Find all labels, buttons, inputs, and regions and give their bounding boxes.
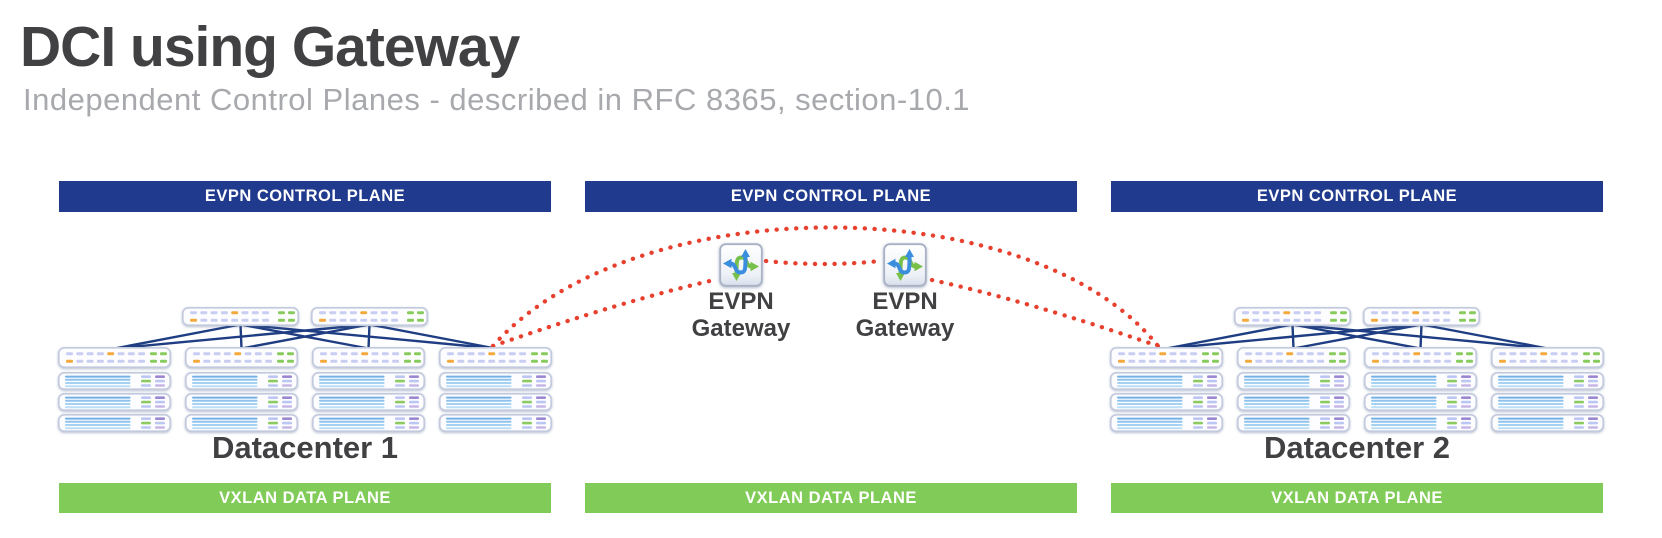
fabric-link: [114, 323, 370, 350]
server-icon: [439, 372, 553, 390]
server-icon: [1364, 372, 1478, 390]
server-icon: [185, 414, 299, 432]
evpn-control-plane-label: EVPN CONTROL PLANE: [204, 187, 406, 205]
evpn-control-plane-label: EVPN CONTROL PLANE: [1256, 187, 1458, 205]
gateway-label-line1: EVPN: [872, 288, 938, 315]
server-icon: [1491, 414, 1605, 432]
spine-switch-icon: [182, 307, 300, 326]
server-icon: [1491, 393, 1605, 411]
gateway-label-line2: Gateway: [691, 315, 791, 342]
leaf-switch-icon: [58, 347, 172, 368]
server-icon: [1110, 414, 1224, 432]
gateway-label-line1: EVPN: [708, 288, 774, 315]
leaf-switch-icon: [439, 347, 553, 368]
evpn-peering-link-gateway2-dc2: [929, 277, 1161, 349]
leaf-switch-icon: [312, 347, 426, 368]
server-icon: [439, 393, 553, 411]
fabric-links-group: [114, 323, 1548, 350]
server-icon: [58, 414, 172, 432]
page-title: DCI using Gateway: [20, 15, 520, 79]
server-icon: [58, 372, 172, 390]
datacenter2-label: Datacenter 2: [1263, 430, 1451, 465]
evpn-control-plane-label: EVPN CONTROL PLANE: [730, 187, 932, 205]
fabric-link: [1166, 323, 1422, 350]
spine-switch-icon: [1234, 307, 1352, 326]
vxlan-data-plane-label: VXLAN DATA PLANE: [745, 488, 917, 507]
leaf-switch-icon: [1491, 347, 1605, 368]
fabric-link: [1166, 323, 1293, 350]
server-icon: [1110, 393, 1224, 411]
vxlan-data-plane-label: VXLAN DATA PLANE: [219, 488, 391, 507]
server-icon: [185, 372, 299, 390]
evpn-control-plane-bar-dc1: EVPN CONTROL PLANE: [59, 181, 551, 212]
leaf-switch-icon: [1364, 347, 1478, 368]
vxlan-data-plane-bar-dc1: VXLAN DATA PLANE: [59, 483, 551, 513]
vxlan-data-plane-bar-dc2: VXLAN DATA PLANE: [1111, 483, 1603, 513]
gateway-icon: [883, 243, 927, 287]
server-icon: [312, 414, 426, 432]
server-icon: [185, 393, 299, 411]
evpn-control-plane-bar-dc2: EVPN CONTROL PLANE: [1111, 181, 1603, 212]
fabric-link: [1421, 323, 1548, 350]
evpn-peering-link-dc1-gateway1: [490, 277, 717, 349]
leaf-switch-icon: [1237, 347, 1351, 368]
spine-switch-icon: [1363, 307, 1481, 326]
server-icon: [439, 414, 553, 432]
fabric-link: [367, 324, 371, 349]
server-icon: [1364, 414, 1478, 432]
leaf-switch-icon: [1110, 347, 1224, 368]
evpn-gateway-2-node: [883, 243, 927, 287]
leaf-switch-icon: [185, 347, 299, 368]
vxlan-data-plane-label: VXLAN DATA PLANE: [1271, 488, 1443, 507]
server-icon: [1491, 372, 1605, 390]
server-icon: [1364, 393, 1478, 411]
fabric-link: [1419, 324, 1423, 349]
gateway-label-line2: Gateway: [855, 315, 955, 342]
evpn-peering-link-dc1-dc2: [490, 225, 1161, 349]
server-icon: [1237, 414, 1351, 432]
fabric-link: [1293, 323, 1422, 350]
server-icon: [312, 372, 426, 390]
page-subtitle: Independent Control Planes - described i…: [23, 82, 971, 117]
evpn-peering-link-gateway1-gateway2: [763, 258, 883, 267]
evpn-gateway-1-label: EVPN Gateway: [661, 288, 821, 342]
fabric-link: [114, 323, 241, 350]
datacenter1-label: Datacenter 1: [211, 430, 399, 465]
server-icon: [312, 393, 426, 411]
evpn-gateway-1-node: [719, 243, 763, 287]
evpn-control-plane-bar-interconnect: EVPN CONTROL PLANE: [585, 181, 1077, 212]
vxlan-data-plane-bar-interconnect: VXLAN DATA PLANE: [585, 483, 1077, 513]
server-icon: [1237, 393, 1351, 411]
fabric-link: [241, 323, 370, 350]
evpn-gateway-2-label: EVPN Gateway: [825, 288, 985, 342]
server-icon: [1110, 372, 1224, 390]
server-icon: [1237, 372, 1351, 390]
spine-switch-icon: [311, 307, 429, 326]
fabric-link: [369, 323, 496, 350]
gateway-icon: [719, 243, 763, 287]
server-icon: [58, 393, 172, 411]
